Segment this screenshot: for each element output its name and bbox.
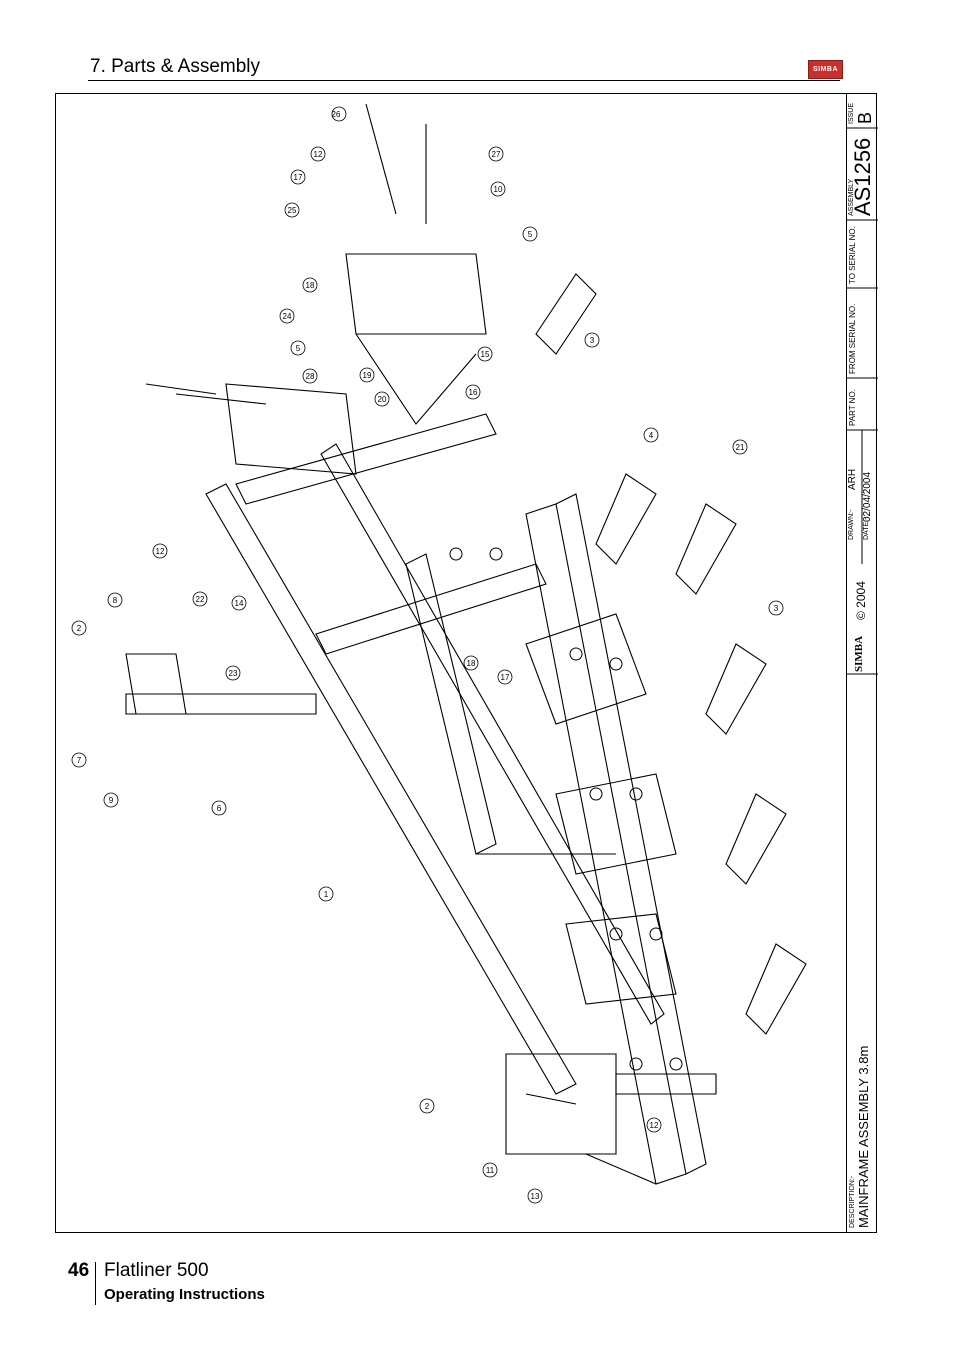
callout-label: 17 xyxy=(501,673,510,682)
callout: 28 xyxy=(302,368,318,384)
callout-label: 7 xyxy=(77,756,82,765)
callout: 19 xyxy=(359,367,375,383)
callout: 27 xyxy=(488,146,504,162)
callout-label: 28 xyxy=(306,372,315,381)
callout-label: 3 xyxy=(590,336,595,345)
title-block-logo: SIMBA xyxy=(853,635,865,672)
date-value: 02/04/2004 xyxy=(862,471,873,522)
callout: 16 xyxy=(465,384,481,400)
callout-label: 20 xyxy=(378,395,387,404)
callout-label: 27 xyxy=(492,150,501,159)
callout: 12 xyxy=(646,1117,662,1133)
issue-label: ISSUE xyxy=(848,102,855,124)
header-rule xyxy=(88,80,840,81)
callout: 20 xyxy=(374,391,390,407)
callout-label: 14 xyxy=(235,599,244,608)
callout-label: 12 xyxy=(314,150,323,159)
page-number: 46 xyxy=(68,1260,90,1281)
description-label: DESCRIPTION:- xyxy=(849,1175,856,1228)
callout: 5 xyxy=(522,226,538,242)
callout-label: 12 xyxy=(650,1121,659,1130)
callout: 3 xyxy=(768,600,784,616)
headstock-tube xyxy=(125,693,317,715)
callout: 13 xyxy=(527,1188,543,1204)
drawn-value: ARH xyxy=(847,468,858,490)
title-block: ISSUE B ASSEMBLY AS1256 TO SERIAL NO. FR… xyxy=(846,94,878,1232)
callout-label: 12 xyxy=(156,547,165,556)
callout: 18 xyxy=(302,277,318,293)
callout: 9 xyxy=(103,792,119,808)
exploded-assembly-drawing: 26 12 27 17 10 25 5 18 24 5 3 15 28 19 2… xyxy=(71,103,807,1204)
drawbar-beam xyxy=(205,483,577,1095)
callout: 12 xyxy=(152,543,168,559)
copyright: © 2004 xyxy=(854,581,868,620)
callout: 24 xyxy=(279,308,295,324)
callout: 25 xyxy=(284,202,300,218)
footer-rule xyxy=(95,1262,96,1305)
assembly-value: AS1256 xyxy=(850,137,875,216)
callout-label: 17 xyxy=(294,173,303,182)
callout-group: 26 12 27 17 10 25 5 18 24 5 3 15 28 19 2… xyxy=(71,106,784,1204)
callout: 2 xyxy=(71,620,87,636)
callout-label: 10 xyxy=(494,185,503,194)
callout: 7 xyxy=(71,752,87,768)
callout-label: 4 xyxy=(649,431,654,440)
callout-label: 23 xyxy=(229,669,238,678)
callout-label: 9 xyxy=(109,796,114,805)
callout: 18 xyxy=(463,655,479,671)
callout: 4 xyxy=(643,427,659,443)
callout-label: 5 xyxy=(296,344,301,353)
callout-label: 15 xyxy=(481,350,490,359)
callout: 26 xyxy=(332,106,347,122)
callout: 8 xyxy=(107,592,123,608)
callout-label: 13 xyxy=(531,1192,540,1201)
callout-label: 22 xyxy=(196,595,205,604)
callout: 15 xyxy=(477,346,493,362)
section-title: 7. Parts & Assembly xyxy=(90,56,261,77)
from-serial-label: FROM SERIAL NO. xyxy=(848,303,857,374)
callout-label: 24 xyxy=(283,312,292,321)
drawn-label: DRAWN:- xyxy=(848,509,855,540)
callout-label: 26 xyxy=(332,110,341,119)
callout: 10 xyxy=(490,181,506,197)
callout-label: 18 xyxy=(306,281,315,290)
callout-label: 11 xyxy=(486,1166,495,1175)
callout-label: 6 xyxy=(217,804,222,813)
callout: 12 xyxy=(310,146,326,162)
callout: 6 xyxy=(211,800,227,816)
callout-label: 2 xyxy=(425,1102,430,1111)
callout-label: 18 xyxy=(467,659,476,668)
callout-label: 21 xyxy=(736,443,745,452)
callout-label: 19 xyxy=(363,371,372,380)
callout-label: 2 xyxy=(77,624,82,633)
callout: 5 xyxy=(290,340,306,356)
callout: 22 xyxy=(192,591,208,607)
part-no-label: PART NO. xyxy=(848,389,857,426)
description-value: MAINFRAME ASSEMBLY 3.8m xyxy=(856,1045,871,1228)
callout-label: 25 xyxy=(288,206,297,215)
callout-label: 16 xyxy=(469,388,478,397)
drawing-frame xyxy=(55,93,877,1233)
callout: 2 xyxy=(419,1098,435,1114)
product-name: Flatliner 500 xyxy=(104,1260,209,1281)
brand-logo: SIMBA xyxy=(808,60,843,79)
callout: 23 xyxy=(225,665,241,681)
callout: 11 xyxy=(482,1162,498,1178)
callout-label: 8 xyxy=(113,596,118,605)
callout: 14 xyxy=(231,595,247,611)
callout-label: 3 xyxy=(774,604,779,613)
callout: 17 xyxy=(497,669,513,685)
callout-label: 5 xyxy=(528,230,533,239)
callout: 17 xyxy=(290,169,306,185)
callout: 3 xyxy=(584,332,600,348)
document-subtitle: Operating Instructions xyxy=(104,1286,265,1303)
to-serial-label: TO SERIAL NO. xyxy=(848,226,857,284)
issue-value: B xyxy=(855,111,875,124)
callout-label: 1 xyxy=(324,890,329,899)
callout: 21 xyxy=(732,439,748,455)
toolbar-beam xyxy=(525,503,687,1185)
callout: 1 xyxy=(318,886,334,902)
